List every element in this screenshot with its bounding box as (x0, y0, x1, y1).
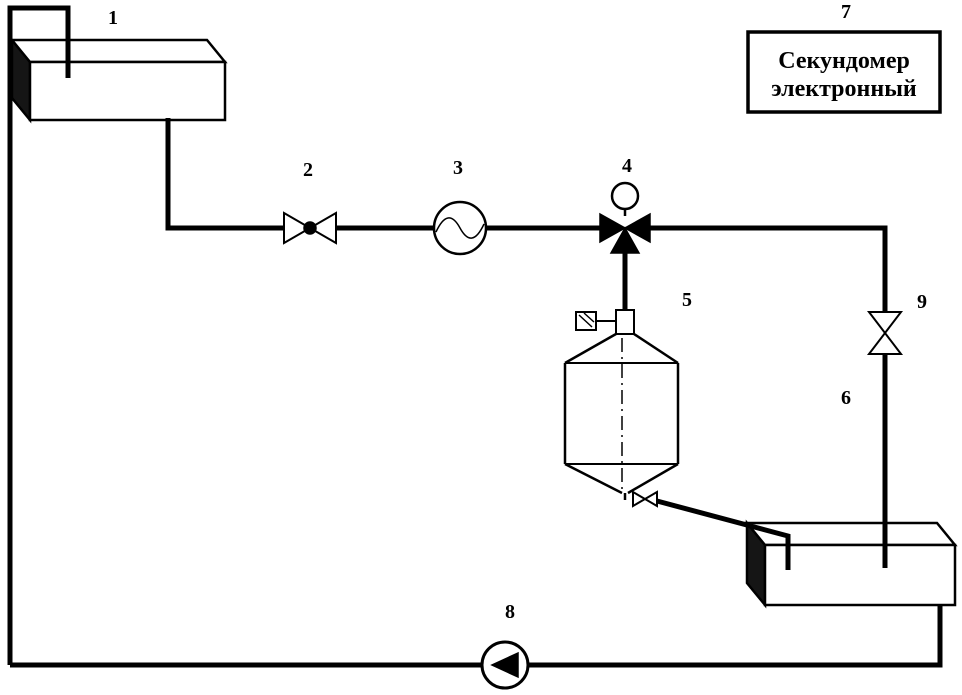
pump-suction-pipe (10, 604, 943, 668)
drain-valve-left-wing (632, 490, 647, 508)
piping (7, 5, 943, 668)
drain-valve-right-wing (643, 490, 658, 508)
valve4-actuator (610, 181, 640, 211)
label-7-stopwatch: 7 (841, 1, 851, 23)
label-6-pipe: 6 (841, 387, 851, 409)
valve2-right-wing (307, 211, 337, 245)
valve4-bottom-wing (609, 226, 641, 254)
label-2-shutoff-valve: 2 (303, 159, 313, 181)
vessel-sensor-hatch (583, 312, 595, 323)
vessel-drain-pipe (656, 498, 791, 570)
stopwatch-label-line2: электронный (771, 76, 917, 102)
bypass-pipe-upper (650, 225, 888, 313)
valve9-top-wing (866, 311, 904, 335)
label-3-flow-meter: 3 (453, 157, 463, 179)
vessel-cone-top-right (633, 332, 679, 365)
stopwatch-box (746, 30, 942, 114)
pump-direction-triangle (490, 651, 519, 679)
shutoff-valve-2 (283, 211, 337, 245)
vessel-sensor-hatch (578, 314, 593, 328)
valve2-left-wing (283, 211, 313, 245)
flow-meter-curve (435, 217, 485, 239)
collection-tank-front-face (763, 543, 957, 607)
supply-tank-top-face (9, 38, 228, 64)
flow-meter-3 (432, 200, 488, 256)
valve2-center-dot (303, 221, 317, 235)
pump-8 (480, 640, 530, 690)
three-way-valve-4 (599, 181, 651, 254)
regulating-valve-9 (866, 311, 904, 355)
tank-outlet-pipe (165, 118, 284, 231)
component-labels: 1 2 3 4 5 6 7 8 9 (108, 1, 927, 623)
stopwatch-label-line1: Секундомер (778, 48, 910, 74)
label-9-valve: 9 (917, 291, 927, 313)
vessel-cone-bottom-left (564, 462, 623, 495)
label-1-supply-tank: 1 (108, 7, 118, 29)
supply-tank-front-face (28, 60, 227, 122)
label-4-three-way-valve: 4 (622, 155, 632, 177)
valve4-left-wing (599, 212, 627, 244)
vessel-cone-top-left (564, 332, 617, 365)
measuring-vessel-5 (563, 309, 680, 508)
vessel-neck-fitting (615, 309, 635, 335)
collection-tank (744, 519, 958, 609)
label-8-pump: 8 (505, 601, 515, 623)
supply-tank (9, 36, 228, 124)
return-riser-pipe (7, 5, 71, 665)
electronic-stopwatch: Секундомер электронный (746, 30, 942, 114)
valve9-bottom-wing (866, 331, 904, 355)
vessel-cone-bottom-right (627, 462, 679, 495)
valve4-right-wing (623, 212, 651, 244)
label-5-measuring-vessel: 5 (682, 289, 692, 311)
